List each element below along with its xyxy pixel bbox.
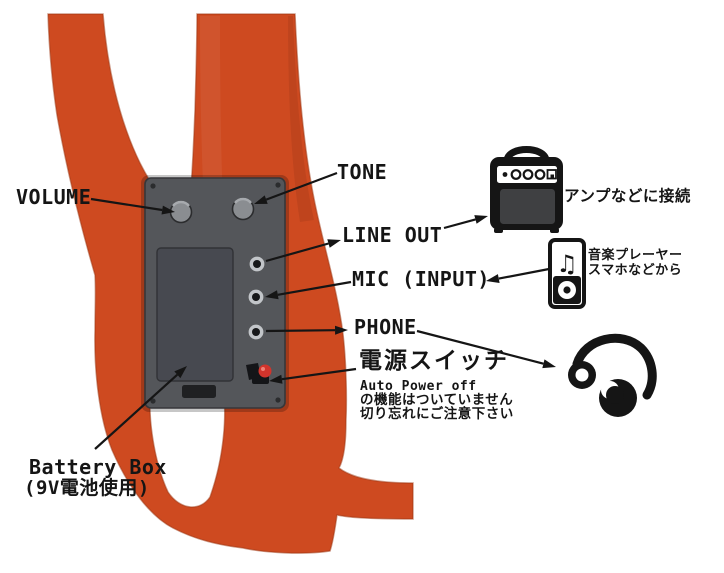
wood-shade [288, 16, 314, 222]
power-note-line2: の機能はついていません [360, 392, 514, 408]
tone-arrow [254, 171, 338, 204]
line-out-label: LINE OUT [342, 223, 443, 247]
line-out-to-amp-arrow [443, 215, 488, 230]
mic-jack-arrow [265, 280, 352, 300]
power-switch [246, 363, 272, 384]
battery-box-label: Battery Box [29, 455, 167, 479]
mic-input-jack [247, 288, 265, 306]
power-note-line1: Auto Power off [360, 379, 477, 394]
mic-input-label: MIC (INPUT) [352, 267, 490, 291]
phone-to-headphones-arrow [416, 329, 556, 369]
amp-note-label: アンプなどに接続 [564, 187, 691, 205]
player-note-line1: 音楽プレーヤー [588, 248, 683, 263]
volume-arrow [90, 197, 175, 215]
phone-jack-arrow [265, 325, 348, 335]
headphones-icon [568, 333, 657, 417]
phone-jack [247, 323, 265, 341]
tone-label: TONE [337, 160, 388, 184]
power-switch-label: 電源スイッチ [359, 348, 509, 374]
line-out-jack-arrow [265, 239, 341, 263]
tone-knob [231, 197, 255, 221]
battery-box-note: (9V電池使用) [24, 477, 150, 499]
player-note-line2: スマホなどから [588, 263, 683, 278]
panel-screws [150, 182, 281, 404]
line-out-jack [248, 255, 266, 273]
battery-door-latch [182, 385, 216, 398]
battery-door [156, 247, 234, 398]
music-player-icon: ♫ [548, 238, 586, 309]
player-to-mic-arrow [486, 267, 550, 283]
power-note-line3: 切り忘れにご注意下さい [360, 406, 514, 422]
amp-icon [490, 146, 563, 233]
volume-label: VOLUME [16, 185, 92, 209]
music-note-icon: ♫ [556, 250, 578, 278]
power-switch-arrow [269, 367, 357, 384]
battery-box-arrow [94, 366, 187, 450]
phone-label: PHONE [354, 315, 417, 339]
